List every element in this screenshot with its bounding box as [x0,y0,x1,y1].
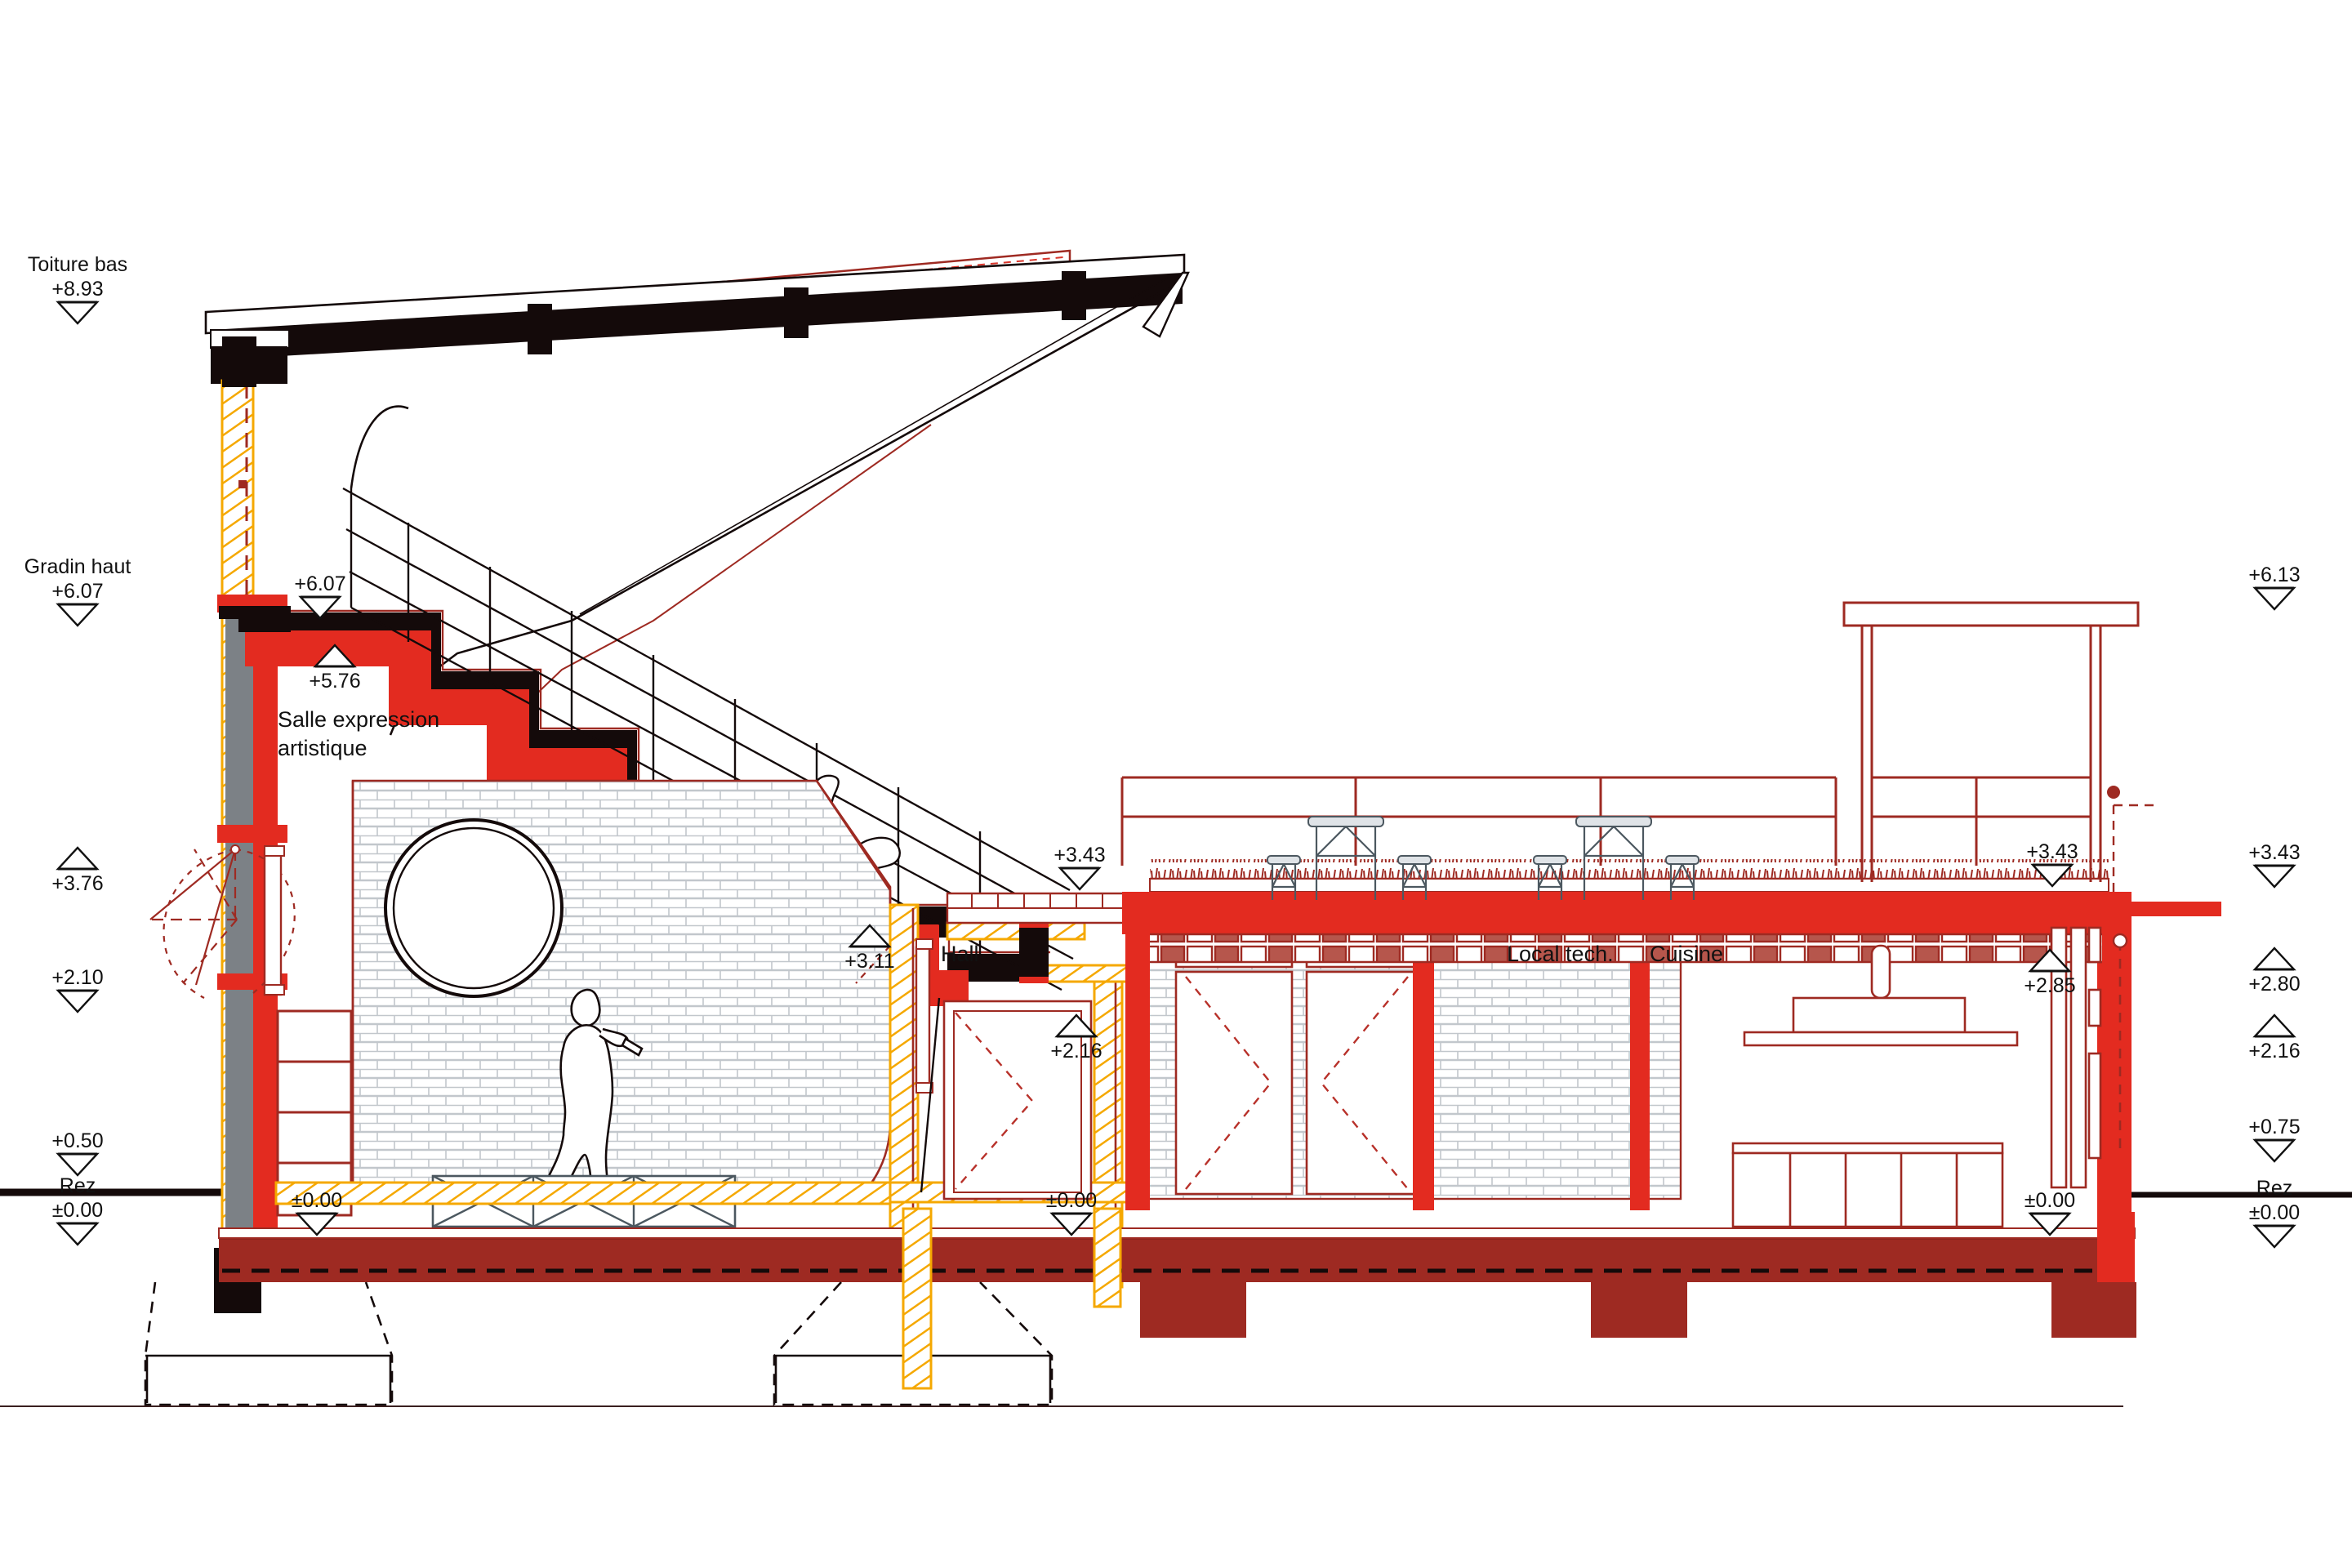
level-marker: +6.13 [2248,564,2301,611]
room-label: Salle expression [278,707,439,732]
level-marker: +0.50 [51,1129,104,1177]
level-marker: +2.16 [2248,1013,2301,1062]
right-roof-slab [1122,859,2221,964]
level-marker: +2.80 [2248,947,2301,996]
level-marker: +3.43 [1054,844,1106,891]
level-marker: Rez±0.00 [52,1174,103,1246]
level-marker-value: +0.75 [2248,1116,2300,1138]
level-marker: Toiture bas+8.93 [28,253,127,325]
level-marker-value: +0.50 [51,1129,103,1152]
room-label: Hall [941,942,979,966]
level-marker-value: ±0.00 [2025,1189,2075,1212]
level-marker: +3.76 [51,846,104,895]
level-marker: +2.10 [51,966,104,1013]
level-marker: ±0.00 [292,1189,342,1236]
left-wall-window-frame [263,845,285,996]
level-marker: +5.76 [309,644,361,693]
level-marker-value: +6.13 [2248,564,2300,586]
level-marker: +3.11 [844,924,895,973]
level-marker-name: Toiture bas [28,253,127,276]
room-label: Local tech. [1507,942,1614,966]
kitchen-equipment [1731,944,2019,1240]
level-markers-interior: +6.07 +5.76 +3.11 +3.43 +2.16 ±0.00 ±0.00 +3.43… [292,572,2078,1236]
right-block [1125,902,2132,1212]
level-marker-value: +2.85 [2024,974,2075,997]
terrain-lines [0,1188,2352,1198]
bleacher-upper-outline [350,405,409,489]
foundation-footings [0,1281,2123,1407]
level-marker-value: +5.76 [309,670,360,693]
foundation-column-insulation [902,1207,1122,1390]
level-marker: +2.16 [1050,1013,1102,1062]
level-marker-value: +2.16 [2248,1040,2300,1062]
level-marker-value: +6.07 [294,572,345,595]
level-marker: Rez±0.00 [2249,1177,2300,1249]
level-marker-value: +3.76 [51,872,103,895]
level-marker: +3.43 [2026,840,2078,888]
level-marker-value: ±0.00 [292,1189,342,1212]
level-marker-value: +3.43 [2026,840,2078,863]
right-end-window [2050,926,2102,1189]
floor-insulation-left [274,1181,908,1205]
circular-opening [384,818,564,998]
room-label: artistique [278,736,368,760]
level-marker-value: +8.93 [51,278,103,301]
hall-ceiling-slab [946,892,1129,924]
pergola-anchor-dot [2107,786,2120,799]
level-marker-value: +2.10 [51,966,103,989]
level-marker-value: +3.43 [1054,844,1105,866]
level-marker: Gradin haut+6.07 [24,555,131,627]
terrace-furniture [1267,816,1699,900]
level-marker: +0.75 [2248,1116,2301,1163]
level-marker: +3.43 [2248,841,2301,889]
level-marker: +6.07 [294,572,346,620]
level-marker: ±0.00 [2025,1189,2075,1236]
standing-person-figure [540,988,644,1209]
level-marker-value: +2.16 [1050,1040,1102,1062]
level-marker-value: +6.07 [51,580,103,603]
level-marker-value: ±0.00 [1046,1189,1097,1212]
level-marker-value: +3.43 [2248,841,2300,864]
level-marker-value: +3.11 [844,950,894,973]
level-marker-value: ±0.00 [2249,1201,2300,1224]
pergola-dashed-line [2112,804,2156,898]
level-marker: +2.85 [2024,948,2076,997]
room-label: Cuisine [1650,942,1723,966]
window-swing-diagram [149,844,296,999]
right-end-dashed-line [2112,933,2128,1155]
roof-pergola [1842,601,2140,882]
centre-piers [1140,1282,2136,1338]
level-marker-value: +2.80 [2248,973,2300,996]
level-marker-value: ±0.00 [52,1199,103,1222]
level-marker-name: Gradin haut [24,555,131,578]
level-marker-name: Rez [60,1174,96,1197]
level-marker-name: Rez [2256,1177,2292,1200]
level-marker: ±0.00 [1046,1189,1097,1236]
